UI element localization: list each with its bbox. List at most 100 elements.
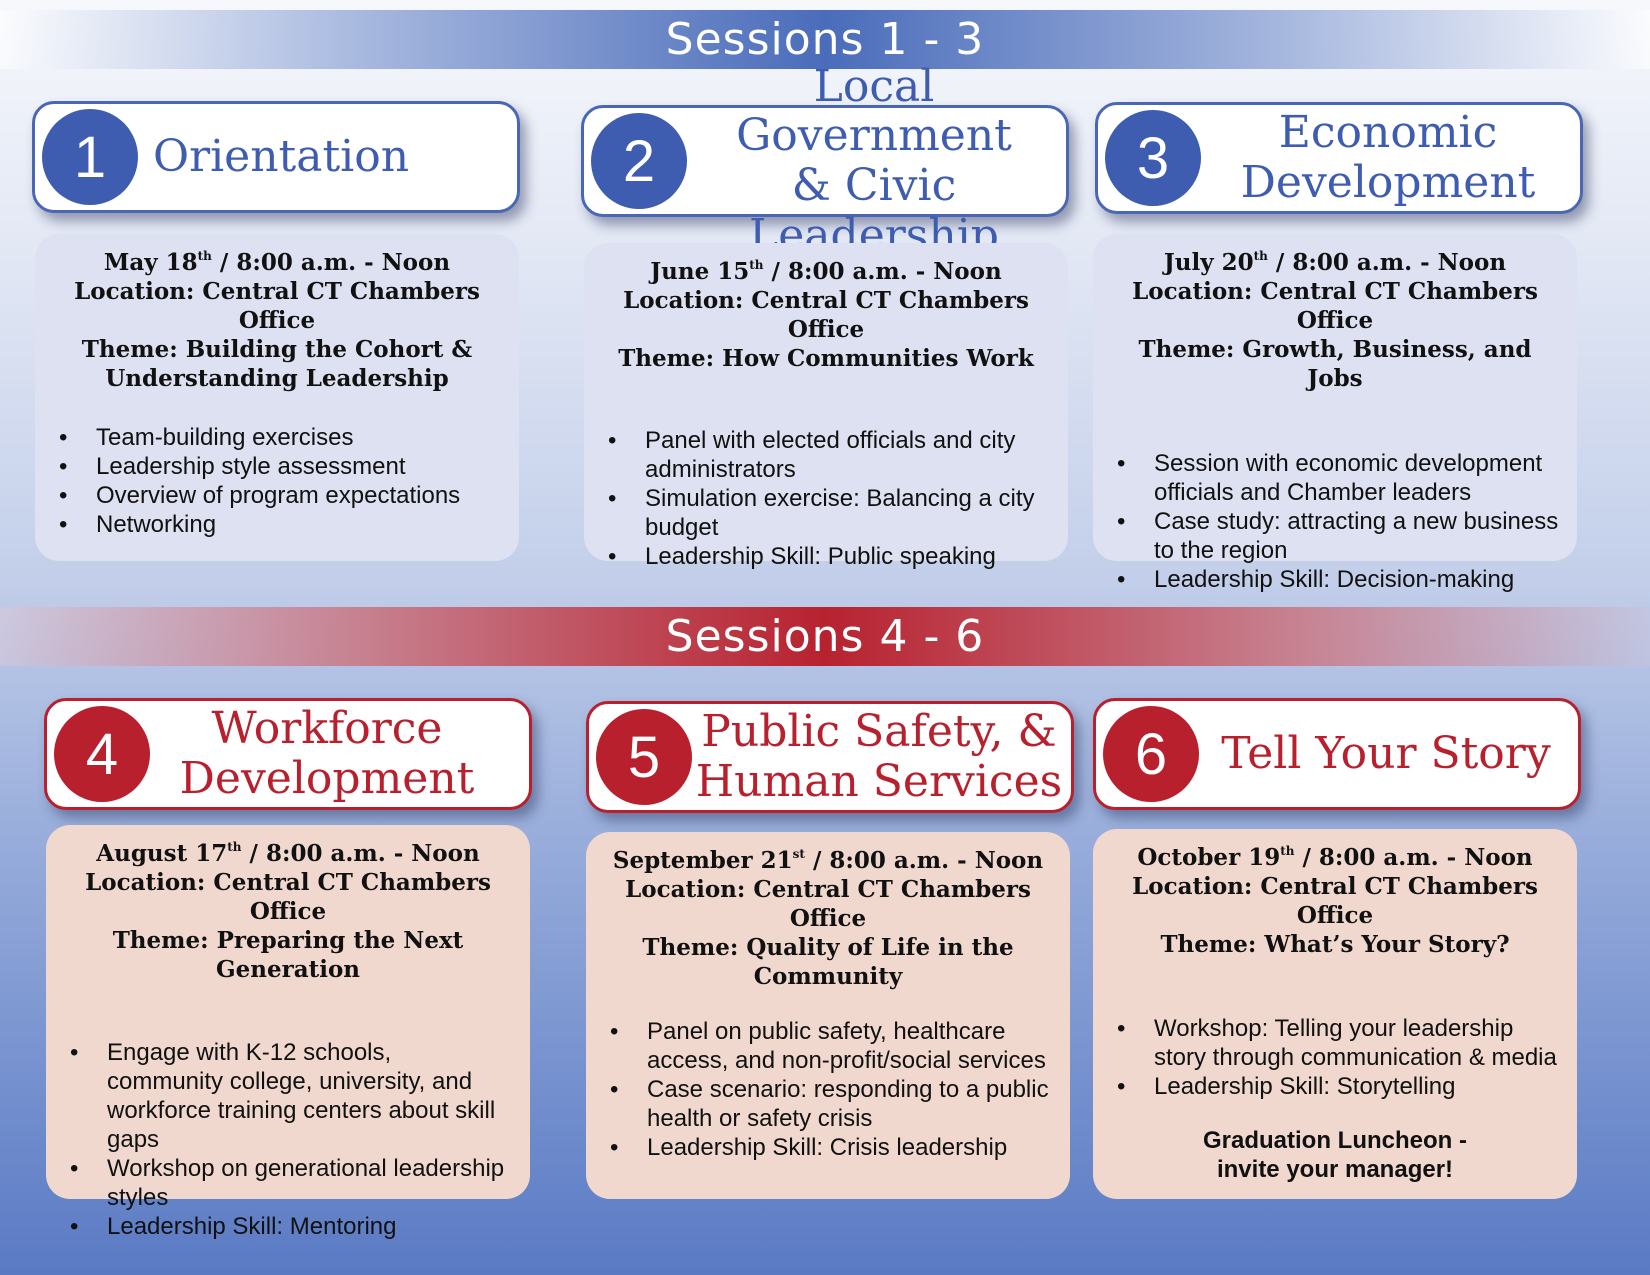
session-2-header: June 15th / 8:00 a.m. - Noon Location: C… bbox=[602, 257, 1050, 373]
session-3-bullets: Session with economic development offici… bbox=[1117, 449, 1559, 594]
session-6-title-box: 6 Tell Your Story bbox=[1093, 698, 1581, 810]
graduation-luncheon-line-1: Graduation Luncheon - bbox=[1203, 1127, 1467, 1154]
session-2-number-badge: 2 bbox=[591, 113, 687, 209]
session-5-title-line-2: Human Services bbox=[695, 756, 1063, 807]
session-6-theme-line-1: Theme: What’s Your Story? bbox=[1160, 931, 1510, 958]
session-2-title-line-1: Local Government bbox=[736, 60, 1012, 162]
session-3-date-suffix: th bbox=[1253, 249, 1268, 263]
session-2-theme-line-1: Theme: How Communities Work bbox=[618, 345, 1034, 372]
session-5-number-badge: 5 bbox=[596, 709, 692, 805]
session-3-title-line-1: Economic bbox=[1278, 107, 1498, 159]
session-5-theme-line-2: Community bbox=[753, 963, 903, 990]
list-item: Panel with elected officials and city ad… bbox=[608, 426, 1050, 484]
list-item: Engage with K-12 schools, community coll… bbox=[70, 1038, 512, 1154]
session-4-header: August 17th / 8:00 a.m. - Noon Location:… bbox=[64, 839, 512, 984]
session-6-card: October 19th / 8:00 a.m. - Noon Location… bbox=[1093, 829, 1577, 1199]
session-4-date-line: August 17th / 8:00 a.m. - Noon bbox=[64, 839, 512, 868]
graduation-luncheon-line-2: invite your manager! bbox=[1216, 1156, 1454, 1183]
session-4-date-suffix: th bbox=[227, 840, 242, 854]
session-1-title-line-1: Orientation bbox=[153, 131, 410, 183]
session-4-title-box: 4 Workforce Development bbox=[44, 698, 532, 810]
session-3-location: Location: Central CT Chambers Office bbox=[1132, 278, 1538, 334]
session-1-header: May 18th / 8:00 a.m. - Noon Location: Ce… bbox=[53, 248, 501, 393]
session-4-location: Location: Central CT Chambers Office bbox=[85, 869, 491, 925]
list-item: Leadership style assessment bbox=[59, 452, 501, 481]
list-item: Workshop: Telling your leadership story … bbox=[1117, 1014, 1559, 1072]
session-1-time: / 8:00 a.m. - Noon bbox=[211, 249, 451, 276]
list-item: Leadership Skill: Public speaking bbox=[608, 542, 1050, 571]
session-2-location: Location: Central CT Chambers Office bbox=[623, 287, 1029, 343]
session-2-date-line: June 15th / 8:00 a.m. - Noon bbox=[602, 257, 1050, 286]
session-4-date: August 17 bbox=[96, 840, 228, 867]
sessions-1-3-banner: Sessions 1 - 3 bbox=[0, 10, 1650, 69]
session-5-title: Public Safety, & Human Services bbox=[693, 704, 1065, 810]
list-item: Overview of program expectations bbox=[59, 481, 501, 510]
list-item: Case scenario: responding to a public he… bbox=[610, 1075, 1052, 1133]
session-3-title-line-2: Development bbox=[1240, 157, 1536, 208]
session-6-date-line: October 19th / 8:00 a.m. - Noon bbox=[1111, 843, 1559, 872]
list-item: Session with economic development offici… bbox=[1117, 449, 1559, 507]
session-5-bullets: Panel on public safety, healthcare acces… bbox=[610, 1017, 1052, 1162]
session-2-title: Local Government & Civic Leadership bbox=[688, 61, 1060, 260]
session-3-theme-line-1: Theme: Growth, Business, and Jobs bbox=[1138, 336, 1532, 392]
session-2-card: June 15th / 8:00 a.m. - Noon Location: C… bbox=[584, 243, 1068, 571]
session-3-date: July 20 bbox=[1163, 249, 1254, 276]
session-4-card: August 17th / 8:00 a.m. - Noon Location:… bbox=[46, 825, 530, 1241]
list-item: Leadership Skill: Crisis leadership bbox=[610, 1133, 1052, 1162]
session-3-date-line: July 20th / 8:00 a.m. - Noon bbox=[1111, 248, 1559, 277]
session-1-theme-line-1: Theme: Building the Cohort & bbox=[81, 336, 473, 363]
session-4-title-line-2: Development bbox=[179, 753, 475, 804]
session-2-bullets: Panel with elected officials and city ad… bbox=[608, 426, 1050, 571]
session-1-date: May 18 bbox=[103, 249, 198, 276]
session-1-title: Orientation bbox=[153, 104, 511, 210]
session-2-time: / 8:00 a.m. - Noon bbox=[763, 258, 1002, 285]
session-5-date: September 21 bbox=[612, 847, 793, 874]
session-4-theme-line-1: Theme: Preparing the Next Generation bbox=[112, 927, 464, 983]
session-5-location: Location: Central CT Chambers Office bbox=[625, 876, 1031, 932]
graduation-luncheon-note: Graduation Luncheon - invite your manage… bbox=[1093, 1126, 1577, 1184]
session-1-theme-line-2: Understanding Leadership bbox=[105, 365, 449, 392]
session-5-title-box: 5 Public Safety, & Human Services bbox=[586, 701, 1074, 813]
session-3-title-box: 3 Economic Development bbox=[1095, 102, 1583, 214]
session-3-card: July 20th / 8:00 a.m. - Noon Location: C… bbox=[1093, 234, 1577, 594]
session-5-date-line: September 21st / 8:00 a.m. - Noon bbox=[604, 846, 1052, 875]
session-6-bullets: Workshop: Telling your leadership story … bbox=[1117, 1014, 1559, 1101]
list-item: Workshop on generational leadership styl… bbox=[70, 1154, 512, 1212]
list-item: Team-building exercises bbox=[59, 423, 501, 452]
session-4-title-line-1: Workforce bbox=[211, 703, 443, 755]
session-5-card: September 21st / 8:00 a.m. - Noon Locati… bbox=[586, 832, 1070, 1199]
session-4-number-badge: 4 bbox=[54, 706, 150, 802]
list-item: Simulation exercise: Balancing a city bu… bbox=[608, 484, 1050, 542]
list-item: Leadership Skill: Decision-making bbox=[1117, 565, 1559, 594]
session-4-bullets: Engage with K-12 schools, community coll… bbox=[70, 1038, 512, 1241]
session-3-header: July 20th / 8:00 a.m. - Noon Location: C… bbox=[1111, 248, 1559, 393]
session-6-title-line-1: Tell Your Story bbox=[1221, 728, 1551, 780]
session-5-title-line-1: Public Safety, & bbox=[701, 706, 1057, 758]
session-1-title-box: 1 Orientation bbox=[32, 101, 520, 213]
sessions-4-6-banner: Sessions 4 - 6 bbox=[0, 607, 1650, 666]
session-4-time: / 8:00 a.m. - Noon bbox=[241, 840, 480, 867]
session-2-date-suffix: th bbox=[749, 258, 764, 272]
list-item: Networking bbox=[59, 510, 501, 539]
session-2-date: June 15 bbox=[650, 258, 750, 285]
session-3-number-badge: 3 bbox=[1105, 110, 1201, 206]
session-6-number-badge: 6 bbox=[1103, 706, 1199, 802]
session-1-bullets: Team-building exercises Leadership style… bbox=[59, 423, 501, 539]
list-item: Panel on public safety, healthcare acces… bbox=[610, 1017, 1052, 1075]
list-item: Leadership Skill: Storytelling bbox=[1117, 1072, 1559, 1101]
session-5-time: / 8:00 a.m. - Noon bbox=[804, 847, 1044, 874]
session-1-location: Location: Central CT Chambers Office bbox=[74, 278, 480, 334]
session-2-title-box: 2 Local Government & Civic Leadership bbox=[581, 61, 1069, 260]
session-6-header: October 19th / 8:00 a.m. - Noon Location… bbox=[1111, 843, 1559, 959]
session-5-date-suffix: st bbox=[792, 847, 805, 861]
session-1-number-badge: 1 bbox=[42, 109, 138, 205]
session-6-date: October 19 bbox=[1137, 844, 1281, 871]
session-1-date-suffix: th bbox=[197, 249, 212, 263]
session-5-header: September 21st / 8:00 a.m. - Noon Locati… bbox=[604, 846, 1052, 991]
session-3-time: / 8:00 a.m. - Noon bbox=[1267, 249, 1507, 276]
session-1-date-line: May 18th / 8:00 a.m. - Noon bbox=[53, 248, 501, 277]
session-1-card: May 18th / 8:00 a.m. - Noon Location: Ce… bbox=[35, 234, 519, 561]
list-item: Leadership Skill: Mentoring bbox=[70, 1212, 512, 1241]
session-4-title: Workforce Development bbox=[145, 701, 509, 807]
session-3-title: Economic Development bbox=[1202, 105, 1574, 211]
